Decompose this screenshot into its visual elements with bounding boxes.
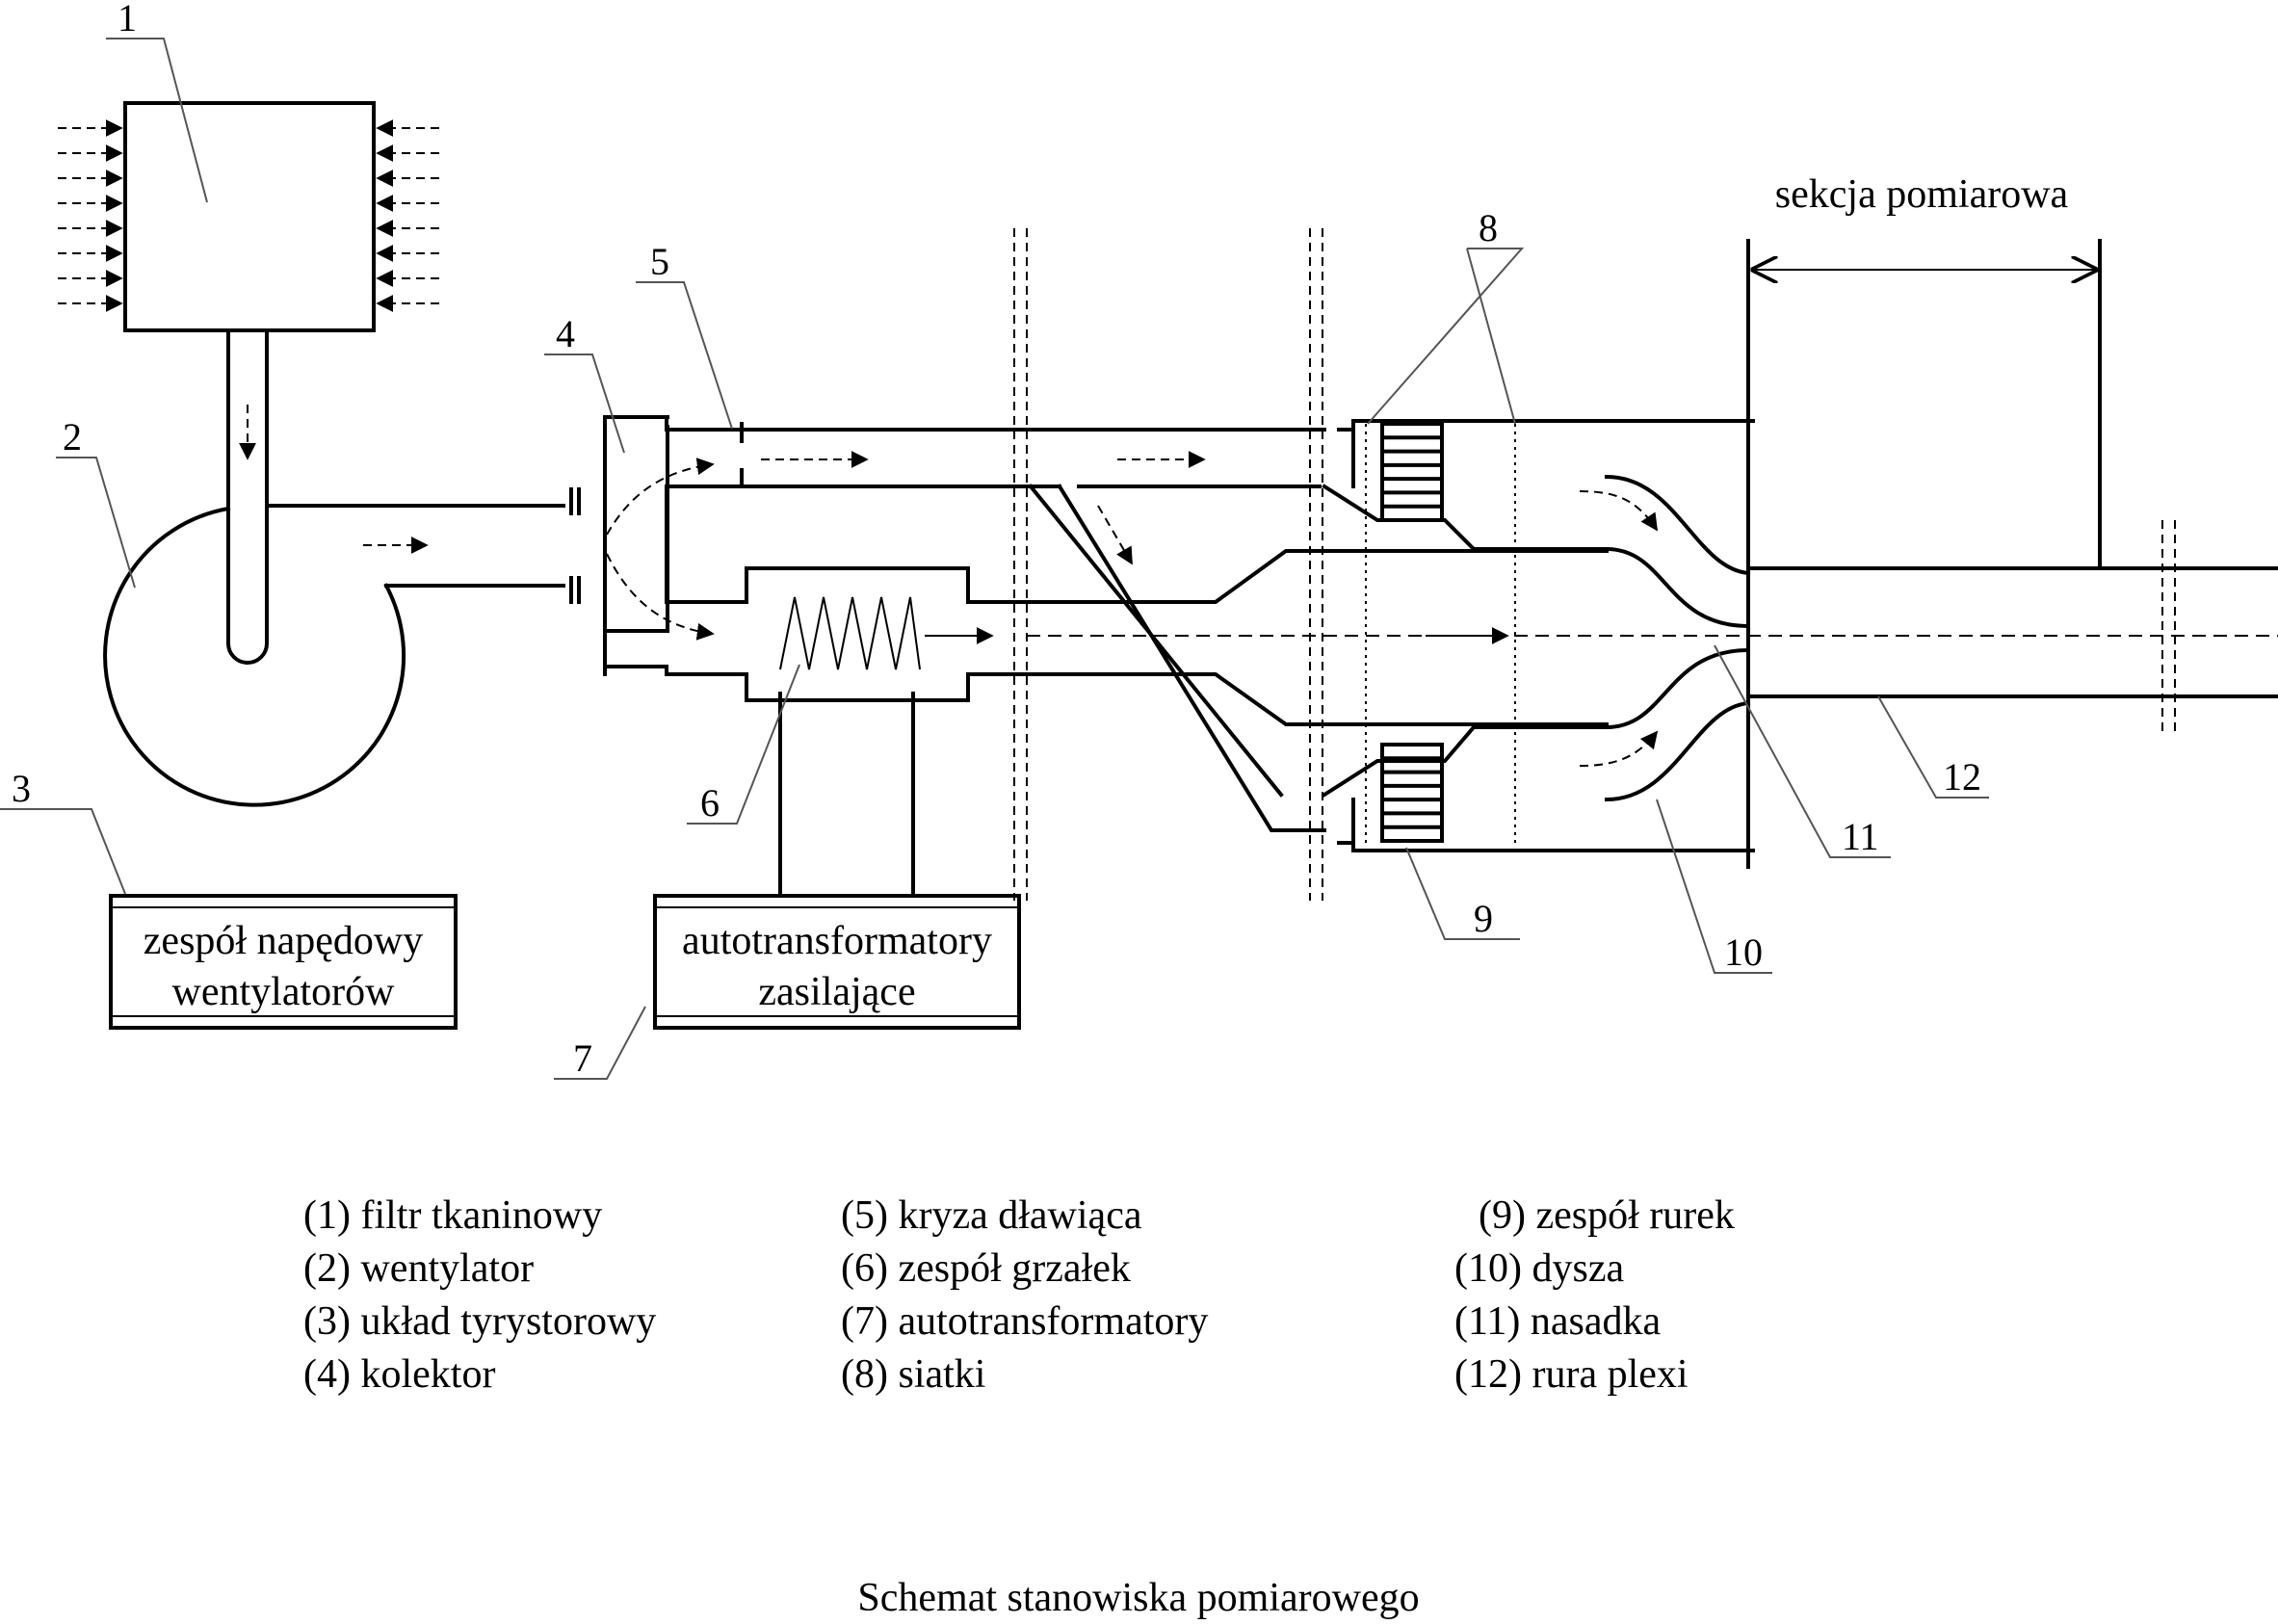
settling-chamber	[1322, 419, 1755, 852]
part-number-12: 12	[1943, 755, 1981, 799]
legend-item: (9) zespół rurek	[1479, 1193, 1735, 1238]
part-number-1: 1	[118, 0, 137, 39]
transformer-box: autotransformatory zasilające	[653, 894, 1021, 1030]
legend-item: (7) autotransformatory	[841, 1299, 1208, 1344]
legend-item: (8) siatki	[841, 1352, 985, 1397]
heater-duct	[665, 484, 1326, 898]
legend-item: (1) filtr tkaninowy	[303, 1193, 602, 1238]
part-leaders	[0, 38, 1989, 1080]
legend-item: (10) dysza	[1454, 1246, 1624, 1291]
transformer-box-line2: zasilające	[758, 970, 915, 1014]
legend: (1) filtr tkaninowy (2) wentylator (3) u…	[303, 1193, 1735, 1397]
duct-joint	[569, 487, 581, 604]
legend-item: (4) kolektor	[303, 1352, 495, 1397]
tube-bundle-frame	[1380, 743, 1444, 843]
filter-inflow-arrows-right	[376, 119, 439, 312]
diagram-caption: Schemat stanowiska pomiarowego	[857, 1576, 1419, 1620]
part-number-6: 6	[700, 781, 720, 825]
legend-item: (3) układ tyrystorowy	[303, 1299, 656, 1344]
fabric-filter	[58, 101, 439, 332]
plexi-tube	[1746, 239, 2278, 869]
drive-box-line2: wentylatorów	[172, 970, 396, 1014]
part-number-3: 3	[12, 767, 31, 810]
drive-box-line1: zespół napędowy	[144, 919, 423, 963]
legend-item: (2) wentylator	[303, 1246, 534, 1291]
measurement-section-label: sekcja pomiarowa	[1775, 172, 2069, 217]
legend-item: (11) nasadka	[1454, 1299, 1662, 1344]
fan	[103, 504, 565, 807]
legend-item: (6) zespół grzałek	[841, 1246, 1131, 1291]
part-number-7: 7	[573, 1036, 592, 1080]
tube-bundle-top	[1380, 422, 1444, 522]
filter-to-fan-duct	[226, 328, 269, 665]
upper-duct	[665, 428, 1326, 832]
nozzle	[1579, 474, 1751, 802]
collector	[603, 415, 748, 676]
tube-bundle-bottom	[1380, 743, 1444, 843]
tube-bundle-frame	[1380, 422, 1444, 522]
break-lines	[1013, 228, 2176, 901]
part-number-11: 11	[1842, 815, 1879, 858]
filter-inflow-arrows-left	[58, 119, 123, 312]
part-number-5: 5	[650, 240, 669, 283]
drive-box: zespół napędowy wentylatorów	[109, 894, 458, 1030]
transformer-box-line1: autotransformatory	[682, 919, 992, 963]
part-number-8: 8	[1479, 206, 1498, 249]
legend-item: (5) kryza dławiąca	[841, 1193, 1142, 1238]
part-number-9: 9	[1474, 897, 1493, 940]
part-number-4: 4	[556, 312, 575, 355]
part-number-2: 2	[63, 415, 82, 458]
legend-item: (12) rura plexi	[1454, 1352, 1689, 1397]
heater-coil	[778, 596, 921, 898]
part-number-10: 10	[1724, 930, 1763, 974]
